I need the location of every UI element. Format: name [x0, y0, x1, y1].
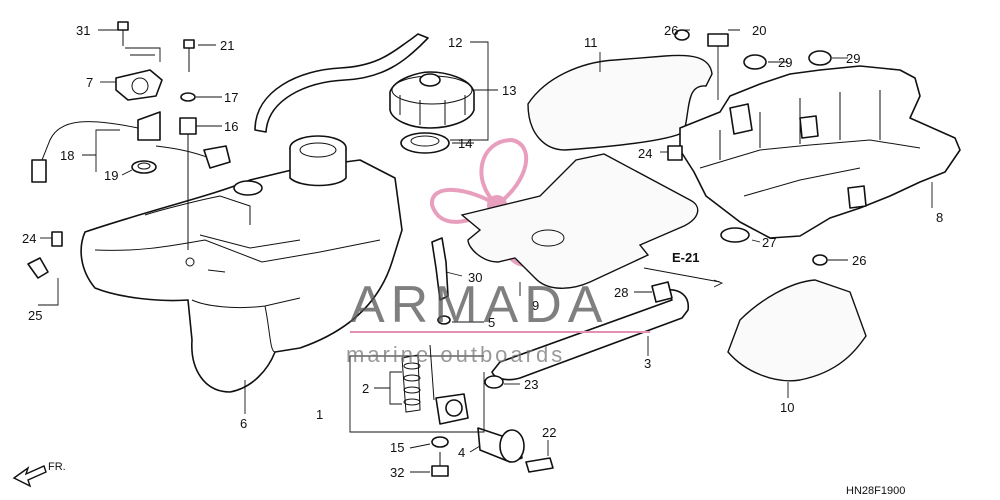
- callout-9: 9: [532, 298, 539, 313]
- callout-26: 26: [852, 253, 866, 268]
- callout-18: 18: [60, 148, 74, 163]
- floor-mat-front: [727, 279, 867, 382]
- callout-24: 24: [22, 231, 36, 246]
- front-label: FR.: [48, 461, 66, 473]
- callout-24: 24: [638, 146, 652, 161]
- callout-26: 26: [664, 23, 678, 38]
- callout-25: 25: [28, 308, 42, 323]
- callout-12: 12: [448, 35, 462, 50]
- callout-29: 29: [846, 51, 860, 66]
- callout-4: 4: [458, 445, 465, 460]
- floor-mat-upper: [527, 54, 713, 151]
- callout-1: 1: [316, 407, 323, 422]
- callout-2: 2: [362, 381, 369, 396]
- diagram-code: HN28F1900: [846, 485, 905, 497]
- watermark-title: ARMADA: [350, 276, 608, 334]
- callout-numbers: 31 21 7 17 16 18 19 24 25 6 12 13 14 11 …: [22, 23, 943, 480]
- callout-16: 16: [224, 119, 238, 134]
- propeller-blade: [479, 137, 529, 208]
- callout-13: 13: [502, 83, 516, 98]
- front-arrow: FR.: [12, 461, 66, 488]
- fuel-tank: [80, 135, 403, 393]
- callout-31: 31: [76, 23, 90, 38]
- callout-10: 10: [780, 400, 794, 415]
- callout-27: 27: [762, 235, 776, 250]
- floor-mat-lower: [460, 153, 699, 289]
- watermark-subtitle: marine outboards: [346, 342, 565, 367]
- leader-lines: [38, 29, 933, 473]
- floor-frame: [667, 29, 961, 266]
- callout-32: 32: [390, 465, 404, 480]
- fuel-valve-assembly: [401, 315, 504, 477]
- callout-14: 14: [458, 136, 472, 151]
- fuel-gauge-assembly: [27, 21, 231, 279]
- callout-11: 11: [584, 35, 598, 50]
- callout-22: 22: [542, 425, 556, 440]
- fuel-tank-bracket: [431, 237, 449, 301]
- callout-8: 8: [936, 210, 943, 225]
- callout-3: 3: [644, 356, 651, 371]
- front-arrow-icon: [12, 465, 47, 488]
- callout-5: 5: [488, 315, 495, 330]
- reference-label: E-21: [672, 250, 699, 265]
- mounting-bolt: [525, 457, 554, 473]
- breather-hose: [254, 33, 429, 133]
- fuel-hose: [491, 288, 689, 381]
- callout-7: 7: [86, 75, 93, 90]
- callout-28: 28: [614, 285, 628, 300]
- callout-30: 30: [468, 270, 482, 285]
- callout-19: 19: [104, 168, 118, 183]
- fuel-cap-gasket: [400, 132, 450, 154]
- callout-23: 23: [524, 377, 538, 392]
- valve-knob: [477, 427, 525, 463]
- callout-6: 6: [240, 416, 247, 431]
- callout-17: 17: [224, 90, 238, 105]
- callout-20: 20: [752, 23, 766, 38]
- hose-clamp: [720, 227, 750, 243]
- callout-29: 29: [778, 55, 792, 70]
- callout-21: 21: [220, 38, 234, 53]
- fuel-cap: [389, 71, 475, 129]
- callout-15: 15: [390, 440, 404, 455]
